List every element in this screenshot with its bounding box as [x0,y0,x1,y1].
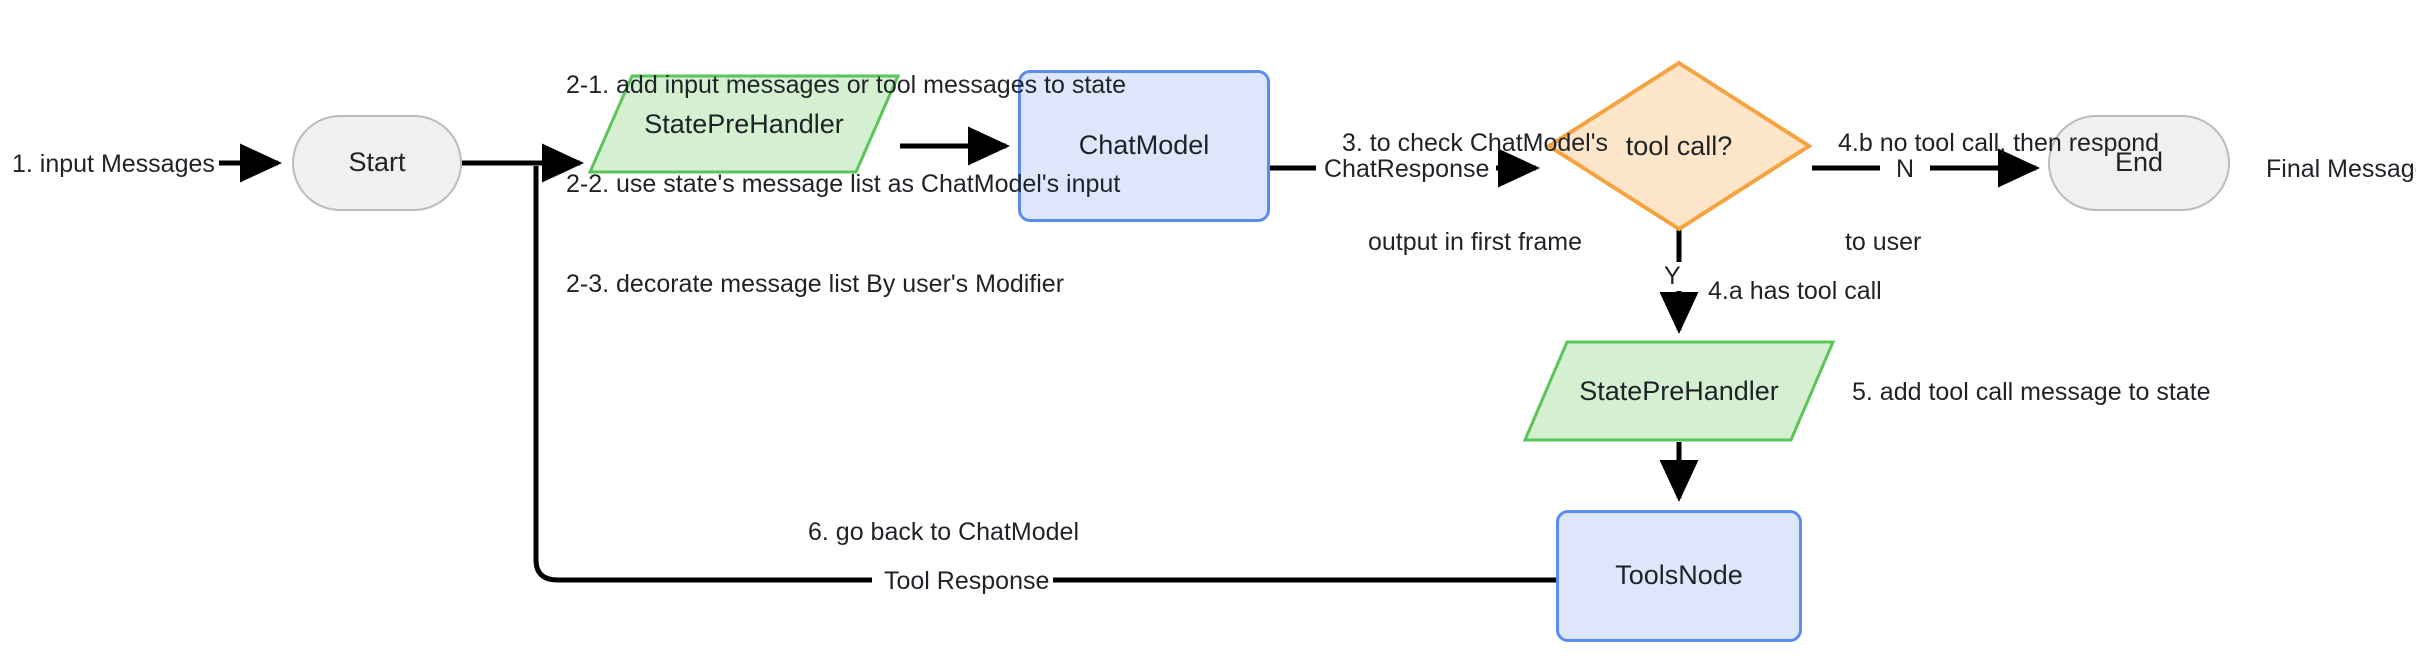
node-state-pre-handler-1[interactable]: StatePreHandler [588,74,900,174]
node-end[interactable]: End [2048,115,2230,211]
note-step-5: 5. add tool call message to state [1852,378,2211,406]
node-chat-model-label: ChatModel [1078,130,1210,161]
node-tool-call-decision[interactable]: tool call? [1546,60,1812,232]
node-start-label: Start [348,147,406,178]
edge-label-chat-response: ChatResponse [1320,155,1494,184]
node-state-pre-handler-1-label: StatePreHandler [644,108,844,139]
note-step-2-line-2: 2-2. use state's message list as ChatMod… [566,170,1121,199]
diamond-shape [1546,60,1812,232]
edge-label-input-messages: 1. input Messages [8,150,219,179]
edge-label-branch-no: N [1892,155,1919,184]
note-step-3-line-1: 3. to check ChatModel's [1341,128,1608,157]
node-chat-model[interactable]: ChatModel [1018,70,1270,222]
node-start[interactable]: Start [292,115,462,211]
note-step-6: 6. go back to ChatModel [808,518,1079,546]
note-step-3-line-2: output in first frame [1368,228,1582,257]
edge-label-tool-response: Tool Response [880,567,1054,596]
edge-feedback-riser [533,166,800,583]
node-state-pre-handler-2-label: StatePreHandler [1579,375,1779,406]
node-tools-node[interactable]: ToolsNode [1556,510,1802,642]
node-tools-node-label: ToolsNode [1615,560,1743,591]
edge-label-final-message: Final Message [2262,155,2416,184]
note-step-2-line-3: 2-3. decorate message list By user's Mod… [566,270,1065,298]
note-step-2-line-1: 2-1. add input messages or tool messages… [566,70,1127,99]
parallelogram-shape [1523,340,1835,442]
note-step-2: 2-1. add input messages or tool messages… [566,2,1126,368]
note-step-4b-line-1: 4.b no tool call, then respond [1838,128,2160,157]
note-step-3: 3. to check ChatModel's output in first … [1330,60,1620,326]
note-step-4b: 4.b no tool call, then respond to user [1838,60,2159,326]
edge-label-branch-yes: Y [1660,262,1685,291]
note-step-4a: 4.a has tool call [1708,277,1882,305]
node-end-label: End [2114,147,2164,178]
node-state-pre-handler-2[interactable]: StatePreHandler [1523,340,1835,442]
node-tool-call-decision-label: tool call? [1625,130,1733,161]
parallelogram-shape [588,74,900,174]
note-step-4b-line-2: to user [1838,228,1922,257]
